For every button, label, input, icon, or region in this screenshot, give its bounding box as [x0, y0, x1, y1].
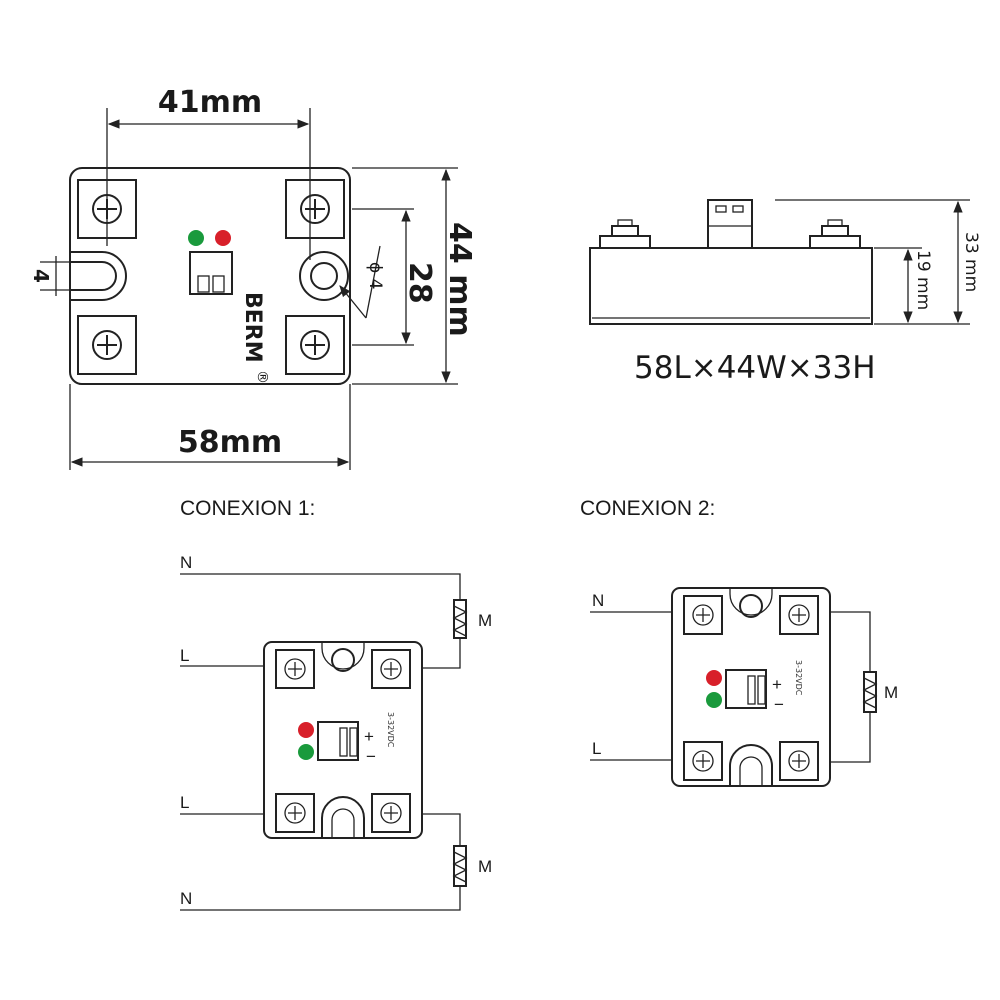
c2-load-label: M	[884, 683, 898, 702]
terminal-bottom-left	[77, 315, 137, 375]
c1-relay-body	[263, 641, 423, 839]
c2-terminal-bl	[683, 741, 723, 781]
input-connector	[189, 251, 233, 295]
dim-33mm: 33 mm	[961, 232, 981, 292]
side-screw-right	[809, 219, 861, 249]
c1-led-red	[298, 722, 314, 738]
relay-body-side	[589, 247, 873, 325]
top-view: BERM ® 41mm 58mm 44 mm 28 ϕ 4 4	[29, 85, 477, 470]
connection-2-title: CONEXION 2:	[580, 497, 715, 520]
c1-label-l-bottom: L	[180, 793, 189, 812]
c1-load-bottom-label: M	[478, 857, 492, 876]
connection-1-title: CONEXION 1:	[180, 497, 315, 520]
c1-load-top-label: M	[478, 611, 492, 630]
dim-slot-width: 4	[29, 269, 53, 283]
c1-plus: +	[364, 727, 374, 746]
c1-load-top	[452, 599, 468, 639]
c2-minus: −	[774, 695, 784, 714]
relay-body-top	[69, 167, 351, 385]
c2-top-notch	[729, 588, 773, 616]
dim-28: 28	[402, 262, 437, 304]
c2-terminal-tl	[683, 595, 723, 635]
c1-led-green	[298, 744, 314, 760]
c1-terminal-bl	[275, 793, 315, 833]
c2-label-n: N	[592, 591, 604, 610]
connection-1: CONEXION 1: N L L N M M	[180, 497, 492, 911]
c2-voltage: 3-32VDC	[794, 660, 803, 696]
side-view: 33 mm 19 mm 58L×44W×33H	[589, 199, 981, 386]
c1-terminal-br	[371, 793, 411, 833]
c2-input-connector	[725, 669, 767, 709]
c1-load-bottom	[452, 845, 468, 887]
c1-minus: −	[366, 747, 376, 766]
c2-terminal-tr	[779, 595, 819, 635]
side-input-connector	[707, 199, 753, 249]
c2-terminal-br	[779, 741, 819, 781]
led-red	[215, 230, 231, 246]
c2-led-red	[706, 670, 722, 686]
side-screw-left	[599, 219, 651, 249]
dim-41mm: 41mm	[158, 85, 262, 120]
c1-top-notch	[321, 642, 365, 670]
c2-relay-body	[671, 587, 831, 787]
c1-terminal-tr	[371, 649, 411, 689]
mounting-slot	[70, 251, 127, 301]
c2-load	[862, 671, 878, 713]
c1-label-n-top: N	[180, 553, 192, 572]
dim-44mm: 44 mm	[442, 222, 477, 337]
registered-mark: ®	[254, 370, 270, 384]
dim-58mm: 58mm	[178, 425, 282, 460]
c2-led-green	[706, 692, 722, 708]
c1-input-connector	[317, 721, 359, 761]
c1-label-n-bottom: N	[180, 889, 192, 908]
brand-label: BERM	[240, 292, 265, 363]
c2-plus: +	[772, 675, 782, 694]
terminal-bottom-right	[285, 315, 345, 375]
terminal-top-right	[285, 179, 345, 239]
c1-voltage: 3-32VDC	[386, 712, 395, 748]
led-green	[188, 230, 204, 246]
c2-bottom-slot	[729, 744, 773, 786]
c1-bottom-slot	[321, 796, 365, 838]
c2-label-l: L	[592, 739, 601, 758]
c1-label-l-top: L	[180, 646, 189, 665]
size-summary: 58L×44W×33H	[634, 350, 876, 386]
mounting-hole	[299, 251, 349, 301]
dim-hole-diameter: ϕ 4	[365, 262, 385, 289]
dim-19mm: 19 mm	[913, 250, 933, 310]
connection-2: CONEXION 2: N L M	[580, 497, 898, 787]
c1-terminal-tl	[275, 649, 315, 689]
